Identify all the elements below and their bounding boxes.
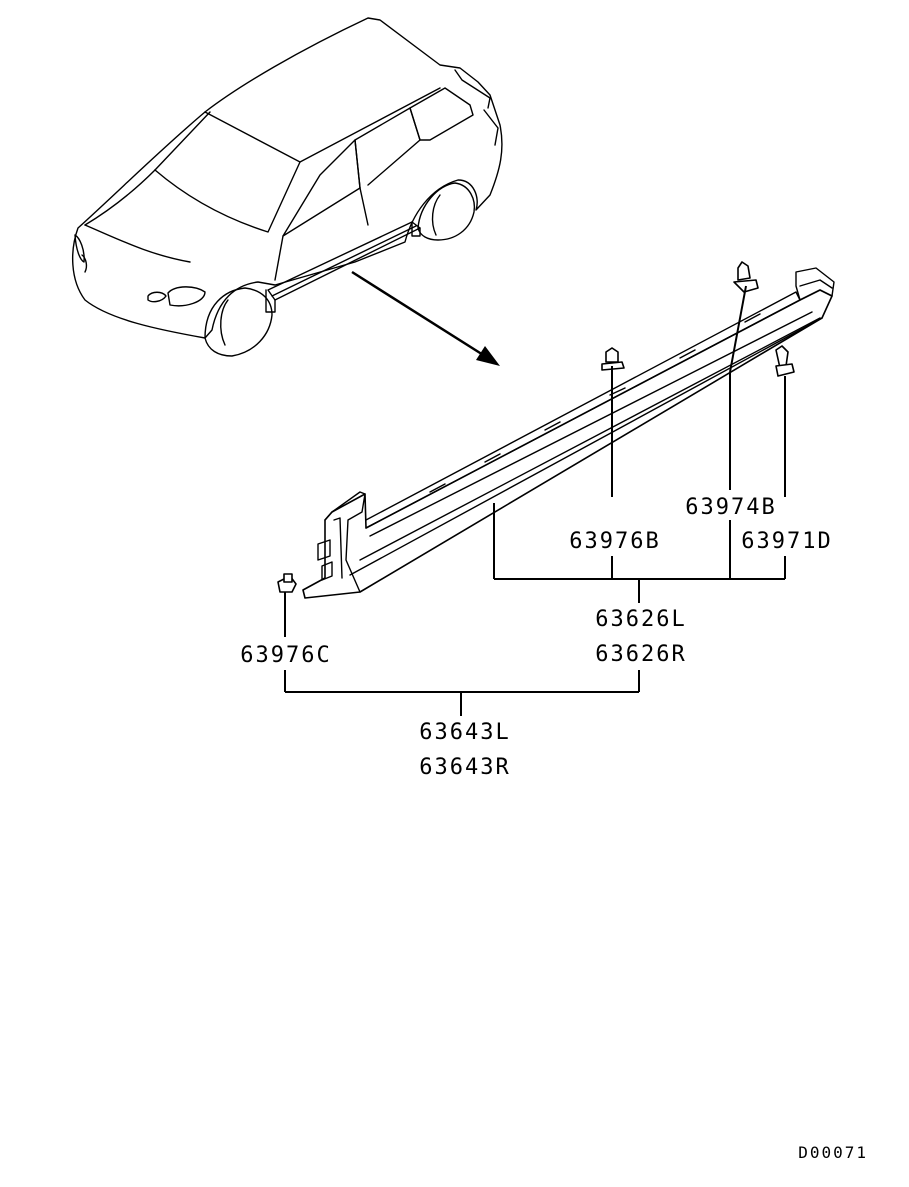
car-illustration xyxy=(71,17,503,357)
screw-63971d-icon xyxy=(775,345,795,377)
drawing-code: D00071 xyxy=(798,1143,868,1162)
label-63626l: 63626L xyxy=(595,607,686,632)
label-63976b: 63976B xyxy=(569,529,660,554)
callout-lines xyxy=(284,285,786,716)
label-63643r: 63643R xyxy=(419,755,510,780)
label-63976c: 63976C xyxy=(240,643,331,668)
label-63974b: 63974B xyxy=(685,495,776,520)
side-step-part xyxy=(302,267,835,599)
label-63971d: 63971D xyxy=(741,529,832,554)
fastener-63976c-icon xyxy=(277,573,297,593)
leader-arrow xyxy=(351,270,500,366)
label-63626r: 63626R xyxy=(595,642,686,667)
label-63643l: 63643L xyxy=(419,720,510,745)
